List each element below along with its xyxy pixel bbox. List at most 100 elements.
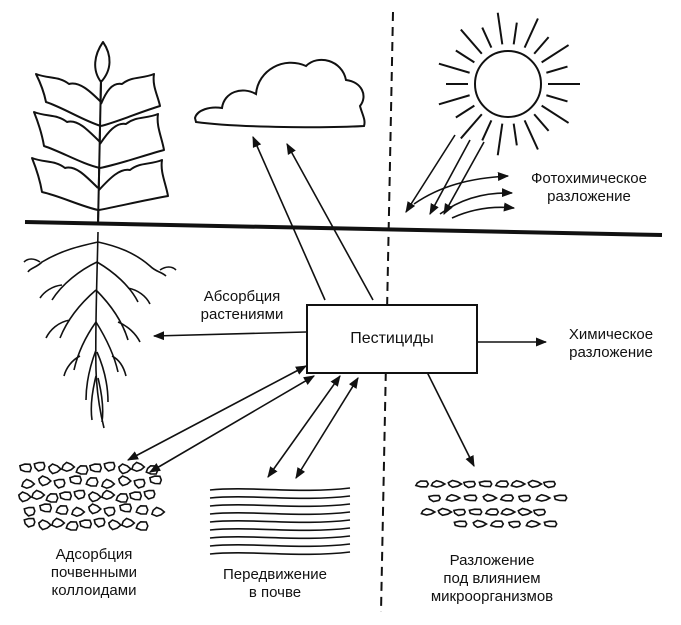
arrow-adsorption: [127, 365, 307, 461]
colloid-particle: [148, 475, 163, 485]
colloid-particle: [75, 464, 89, 475]
microorganism: [427, 494, 442, 503]
microorganism: [525, 519, 542, 528]
microorganism: [478, 480, 493, 488]
colloid-particle: [30, 489, 46, 501]
colloid-particle: [103, 506, 116, 517]
microorganism: [447, 479, 463, 489]
colloid-particle: [87, 503, 103, 515]
microorganism: [535, 493, 552, 502]
colloid-particle: [93, 517, 106, 528]
colloid-particle: [103, 461, 116, 472]
microorganism: [489, 520, 505, 528]
colloid-particle: [33, 461, 46, 472]
arrow-adsorption-2: [149, 375, 315, 473]
sun-ray: [533, 36, 550, 55]
arrow-volatilization: [252, 135, 326, 301]
sun-ray: [460, 113, 483, 140]
pesticides-box: Пестициды: [306, 304, 478, 374]
microorganism: [542, 480, 557, 489]
colloid-particle: [135, 520, 149, 531]
arrow-volatilization-2: [286, 143, 374, 301]
sun-icon: [438, 12, 580, 156]
microorganism: [437, 507, 453, 517]
colloid-particle: [115, 492, 129, 503]
sun-ray: [541, 44, 570, 64]
colloid-particle: [87, 491, 103, 503]
roots: [23, 231, 177, 429]
colloid-particle: [65, 520, 79, 531]
cloud-icon: [193, 58, 366, 129]
arrow-photo-4: [439, 188, 514, 215]
arrow-photo-5: [451, 202, 516, 219]
arrow-photo-1: [405, 134, 456, 213]
colloid-particle: [133, 478, 146, 489]
microorganism: [484, 508, 500, 516]
colloid-particle: [135, 504, 149, 515]
sun-ray: [481, 119, 493, 141]
colloid-particle: [130, 461, 146, 473]
colloid-particle: [18, 463, 33, 473]
sun-ray: [523, 18, 539, 49]
colloid-particle: [88, 463, 103, 473]
arrows: [127, 134, 548, 479]
microorganism: [532, 508, 547, 517]
label-photochemical: Фотохимическое разложение: [531, 170, 647, 205]
microorganism: [517, 507, 533, 517]
colloid-particle: [17, 491, 33, 503]
microorganism: [453, 520, 468, 528]
sun-ray: [523, 119, 539, 150]
microorganism: [468, 508, 483, 516]
colloid-particle: [37, 475, 53, 487]
arrow-movement-2: [295, 377, 359, 479]
label-movement: Передвижение в почве: [223, 566, 327, 601]
ground-line: [24, 220, 663, 237]
microorganism: [553, 494, 568, 502]
colloid-particle: [120, 517, 136, 529]
sun-ray: [541, 104, 570, 124]
sun-ray: [438, 94, 470, 106]
colloid-particle: [47, 463, 63, 475]
colloid-particle: [100, 489, 116, 501]
sun-ray: [512, 22, 518, 45]
colloid-particle: [117, 463, 133, 475]
sun-ray: [455, 104, 475, 119]
label-microbial: Разложение под влиянием микроорганизмов: [430, 552, 554, 605]
arrow-photo-3: [413, 172, 510, 205]
sun-ray: [460, 28, 483, 55]
microorganism: [494, 480, 510, 488]
microorganism-icon: [414, 479, 568, 529]
plant-icon: [31, 41, 169, 226]
arrow-movement: [267, 375, 341, 478]
sun-ray: [496, 12, 504, 45]
colloid-particle: [68, 475, 83, 485]
sun-ray: [533, 113, 550, 132]
colloid-particle: [128, 491, 143, 501]
arrow-microbial: [424, 367, 475, 468]
microorganism: [507, 520, 522, 529]
colloid-particle: [73, 489, 86, 500]
microorganism: [420, 507, 437, 516]
colloid-particle: [85, 476, 99, 487]
microorganism: [543, 520, 558, 528]
colloid-particle: [45, 492, 59, 503]
microorganism: [482, 493, 498, 503]
label-chemical: Химическое разложение: [568, 326, 654, 361]
colloid-particle: [53, 478, 66, 489]
microorganism: [452, 508, 467, 517]
microorganism: [445, 493, 462, 502]
colloid-particle: [60, 461, 76, 473]
label-adsorption: Адсорбция почвенными коллоидами: [50, 546, 138, 599]
microorganism: [414, 480, 430, 488]
arrow-photo-2: [429, 139, 471, 215]
colloid-particle: [143, 489, 156, 500]
microorganism: [500, 507, 517, 516]
microorganism: [462, 480, 477, 489]
colloid-particle: [118, 503, 133, 513]
microorganism: [510, 479, 527, 488]
colloid-particle: [70, 506, 86, 518]
pesticides-label: Пестициды: [350, 330, 434, 347]
microorganism: [517, 494, 532, 503]
microorganism: [527, 479, 543, 489]
